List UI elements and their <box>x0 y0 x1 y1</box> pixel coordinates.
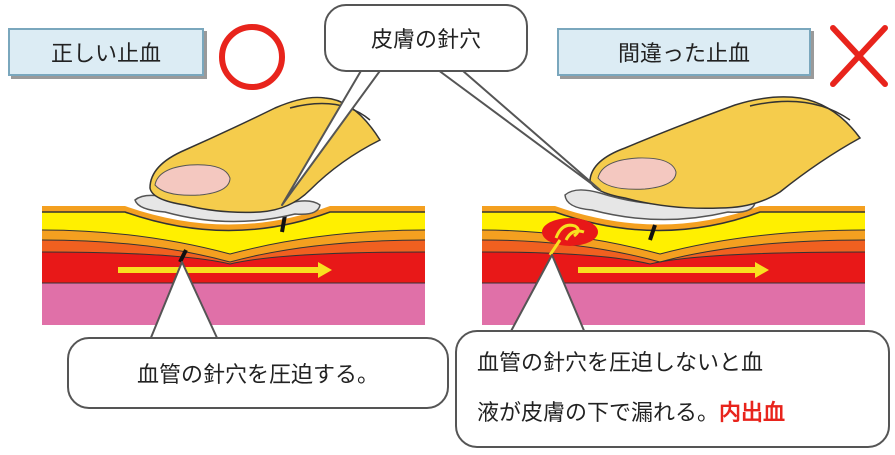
wrong-description-line2: 液が皮膚の下で漏れる。内出血 <box>477 389 785 439</box>
wrong-cross-icon <box>830 25 888 87</box>
wrong-description-line1: 血管の針穴を圧迫しないと血 <box>477 351 764 376</box>
correct-circle-icon <box>219 24 285 90</box>
skin-puncture-callout: 皮膚の針穴 <box>324 4 528 72</box>
correct-description-callout: 血管の針穴を圧迫する。 <box>67 337 449 409</box>
wrong-description-callout: 血管の針穴を圧迫しないと血 液が皮膚の下で漏れる。内出血 <box>455 330 890 448</box>
left-tissue-diagram <box>41 96 426 325</box>
correct-hemostasis-label: 正しい止血 <box>8 28 204 76</box>
internal-bleeding-highlight: 内出血 <box>719 401 786 426</box>
wrong-description-text: 液が皮膚の下で漏れる。 <box>477 401 720 426</box>
wrong-hemostasis-label: 間違った止血 <box>557 28 811 76</box>
right-tissue-diagram <box>481 96 866 325</box>
